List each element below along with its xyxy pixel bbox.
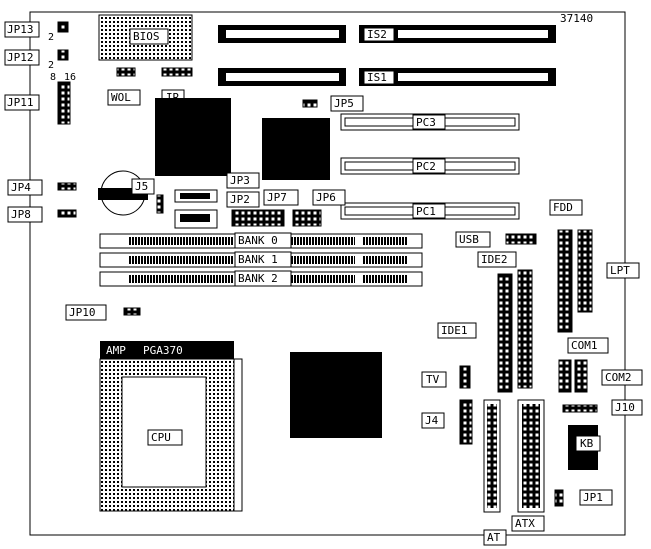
lpt-connector: LPT — [577, 229, 640, 313]
svg-text:WOL: WOL — [111, 91, 131, 104]
jp3: JP3 — [174, 172, 260, 203]
svg-text:JP13: JP13 — [7, 23, 34, 36]
pc2-label: PC2 — [416, 160, 436, 173]
is1-label: IS1 — [367, 71, 387, 84]
svg-text:IDE2: IDE2 — [481, 253, 508, 266]
svg-text:JP6: JP6 — [316, 191, 336, 204]
cpu-socket: AMP PGA370 CPU — [99, 341, 243, 512]
svg-text:JP7: JP7 — [267, 191, 287, 204]
j10-connector: J10 — [562, 399, 643, 416]
svg-text:JP2: JP2 — [230, 193, 250, 206]
svg-text:JP5: JP5 — [334, 97, 354, 110]
atx-power-connector: ATX — [511, 399, 545, 532]
svg-text:2: 2 — [48, 60, 54, 71]
bank2-label: BANK 2 — [238, 272, 278, 285]
socket-brand: AMP — [106, 344, 126, 357]
pc3-label: PC3 — [416, 116, 436, 129]
chipset-north — [155, 98, 231, 176]
jp8: JP8 — [7, 206, 77, 223]
svg-text:JP11: JP11 — [7, 96, 34, 109]
tv-connector: TV — [421, 365, 471, 389]
svg-text:JP4: JP4 — [11, 181, 31, 194]
is-slots: IS2 IS1 — [218, 25, 556, 86]
j4-connector: J4 — [421, 399, 473, 445]
svg-text:JP1: JP1 — [583, 491, 603, 504]
svg-text:16: 16 — [64, 72, 76, 83]
jp7: JP7 — [231, 189, 299, 227]
svg-text:J5: J5 — [135, 180, 148, 193]
svg-text:FDD: FDD — [553, 201, 573, 214]
kb-connector: KB — [568, 425, 601, 470]
chipset-south — [290, 352, 382, 438]
board-outline — [29, 11, 626, 536]
dimm-banks: BANK 0 BANK 1 BANK 2 — [99, 232, 423, 287]
svg-text:J10: J10 — [615, 401, 635, 414]
jp1: JP1 — [554, 489, 613, 507]
jp12: JP12 2 — [4, 49, 69, 71]
com2-connector: COM2 — [574, 359, 643, 393]
socket-type: PGA370 — [143, 344, 183, 357]
svg-text:JP8: JP8 — [11, 208, 31, 221]
jp2: JP2 — [174, 191, 260, 229]
svg-text:KB: KB — [580, 437, 594, 450]
jp10: JP10 — [65, 304, 141, 321]
svg-text:COM1: COM1 — [571, 339, 598, 352]
svg-text:JP10: JP10 — [69, 306, 96, 319]
jp6: JP6 — [292, 189, 346, 227]
svg-text:AT: AT — [487, 531, 501, 544]
chipset-mid — [262, 118, 330, 180]
jp5: JP5 — [302, 95, 364, 112]
jp4: JP4 — [7, 179, 77, 196]
jp11: 8 16 JP11 — [4, 72, 76, 125]
bank0-label: BANK 0 — [238, 234, 278, 247]
usb-connector: USB — [455, 231, 537, 248]
pci-slots: PC3 PC2 PC1 — [340, 113, 520, 220]
ide1-connector: IDE1 — [437, 273, 513, 393]
figure-id: 37140 — [560, 12, 593, 25]
svg-text:ATX: ATX — [515, 517, 535, 530]
com1-connector: COM1 — [558, 337, 609, 393]
j5: J5 — [131, 178, 164, 214]
fdd-connector: FDD — [549, 199, 583, 333]
svg-text:USB: USB — [459, 233, 479, 246]
cpu-label: CPU — [151, 431, 171, 444]
is2-label: IS2 — [367, 28, 387, 41]
svg-text:TV: TV — [426, 373, 440, 386]
svg-text:JP3: JP3 — [230, 174, 250, 187]
ide2-connector: IDE2 — [477, 251, 533, 389]
jp13: JP13 2 — [4, 21, 69, 43]
wol-connector: WOL — [107, 67, 141, 106]
bank1-label: BANK 1 — [238, 253, 278, 266]
svg-text:2: 2 — [48, 32, 54, 43]
svg-text:JP12: JP12 — [7, 51, 34, 64]
bios-label: BIOS — [133, 30, 160, 43]
svg-text:J4: J4 — [425, 414, 439, 427]
svg-text:8: 8 — [50, 72, 56, 83]
svg-text:LPT: LPT — [610, 264, 630, 277]
svg-text:IDE1: IDE1 — [441, 324, 468, 337]
svg-text:COM2: COM2 — [605, 371, 632, 384]
pc1-label: PC1 — [416, 205, 436, 218]
at-power-connector: AT — [483, 399, 507, 546]
